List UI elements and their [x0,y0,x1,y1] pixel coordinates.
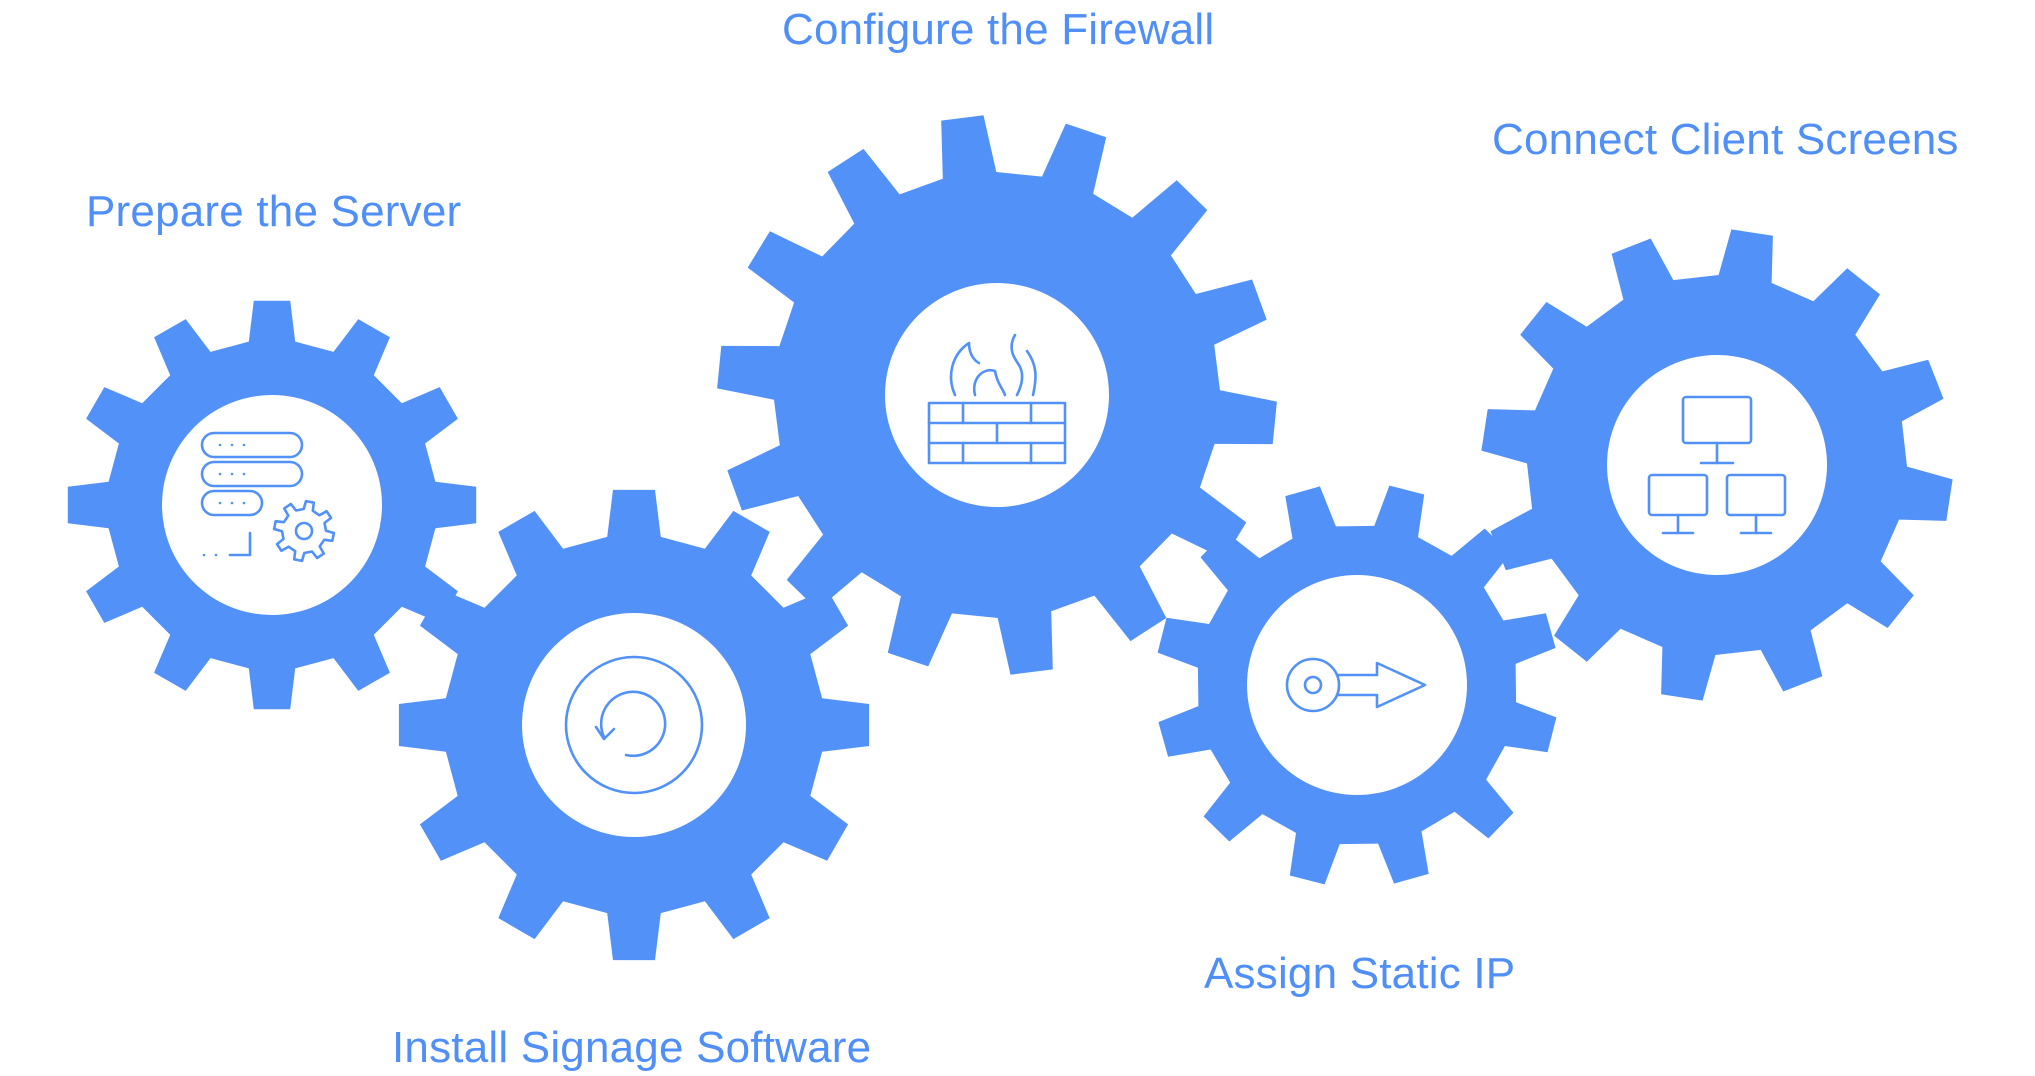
key-arrow-icon [1285,657,1427,713]
server-gear-icon [200,431,336,563]
gear-hub [522,613,746,837]
gear-install-software [398,489,870,961]
gear-prepare-server [67,300,477,710]
step-label-prepare-server: Prepare the Server [86,187,462,236]
small-gear-icon [272,499,336,563]
gear-hub [162,395,382,615]
step-label-assign-static-ip: Assign Static IP [1204,949,1516,998]
refresh-icon [564,655,704,795]
gear-assign-static-ip [1157,485,1557,885]
gear-configure-firewall [717,115,1277,675]
step-label-configure-firewall: Configure the Firewall [782,5,1215,54]
gear-hub [1247,575,1467,795]
gear-connect-screens [1481,229,1953,701]
step-label-connect-screens: Connect Client Screens [1492,115,1959,164]
step-label-install-software: Install Signage Software [392,1023,872,1072]
firewall-icon [927,333,1067,465]
network-monitors-icon [1647,395,1787,535]
gear-hub [1607,355,1827,575]
gear-hub [885,283,1109,507]
